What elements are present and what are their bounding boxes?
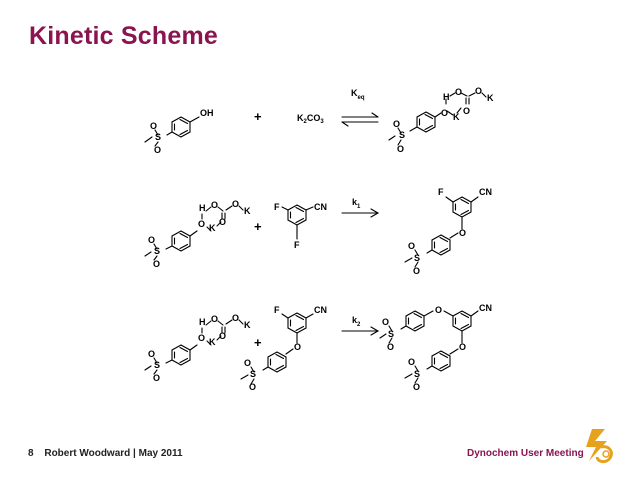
k1-label: k1 [352,197,361,210]
atom-label-o: O [408,357,415,367]
atom-label-h: H [199,317,206,327]
atom-label-o: O [232,313,239,323]
atom-label-f: F [294,240,300,250]
atom-label-k: K [487,93,494,103]
author-date: Robert Woodward | May 2011 [44,448,183,459]
atom-label-o: O [393,119,400,129]
atom-label-o: O [387,342,394,352]
atom-label-o: O [219,217,226,227]
atom-label-oh: OH [200,108,214,118]
plus-sign: + [254,335,262,350]
atom-label-o: O [408,241,415,251]
atom-label-o: O [397,144,404,154]
k2-label: k2 [352,315,361,328]
atom-label-o: O [148,235,155,245]
page-number: 8 [28,448,34,459]
row2-reactant-phenoxide-complex [144,205,244,261]
atom-label-s: S [399,130,405,140]
atom-label-h: H [443,92,450,102]
atom-label-cn: CN [479,187,492,197]
equilibrium-arrow [341,112,379,127]
atom-label-k: K [209,337,216,347]
atom-label-o: O [441,108,448,118]
atom-label-o: O [382,317,389,327]
atom-label-cn: CN [314,202,327,212]
atom-label-s: S [388,329,394,339]
atom-label-o: O [244,358,251,368]
row2-reactant-difluorobenzonitrile [281,204,314,240]
atom-label-o: O [154,145,161,155]
atom-label-o: O [463,106,470,116]
atom-label-k: K [244,320,251,330]
atom-label-s: S [414,253,420,263]
plus-sign: + [254,109,262,124]
atom-label-o: O [232,199,239,209]
row3-reactant-phenoxide-complex [144,319,244,375]
atom-label-h: H [199,203,206,213]
atom-label-o: O [413,266,420,276]
atom-label-f: F [274,305,280,315]
row3-reactant-monoaryl-ether [240,312,314,385]
atom-label-cn: CN [314,305,327,315]
atom-label-s: S [250,369,256,379]
atom-label-s: S [154,246,160,256]
meeting-name: Dynochem User Meeting [467,448,584,459]
atom-label-o: O [435,305,442,315]
atom-label-k: K [453,112,460,122]
plus-sign: + [254,219,262,234]
slide-title: Kinetic Scheme [29,22,218,50]
row2-product-aryl-ether [404,196,479,268]
atom-label-o: O [198,333,205,343]
atom-label-k: K [209,223,216,233]
atom-label-o: O [150,121,157,131]
slide-footer: 8 Robert Woodward | May 2011 [28,448,183,459]
atom-label-f: F [274,202,280,212]
row1-product-phenoxide-complex [388,92,487,146]
keq-label: Keq [351,88,365,101]
atom-label-o: O [211,314,218,324]
atom-label-f: F [438,187,444,197]
atom-label-o: O [459,228,466,238]
atom-label-o: O [219,331,226,341]
atom-label-s: S [155,132,161,142]
row1-reactant-sulfonylphenol [144,116,200,147]
atom-label-o: O [153,373,160,383]
atom-label-o: O [294,342,301,352]
atom-label-o: O [148,349,155,359]
atom-label-o: O [413,382,420,392]
atom-label-o: O [249,382,256,392]
atom-label-o: O [455,87,462,97]
atom-label-o: O [459,342,466,352]
atom-label-s: S [154,360,160,370]
atom-label-k: K [244,206,251,216]
company-logo-icon [586,429,613,464]
atom-label-o: O [211,200,218,210]
atom-label-cn: CN [479,303,492,313]
row3-product-bis-aryl-ether [379,310,479,384]
k2co3-label: K2CO3 [297,113,324,125]
atom-label-o: O [153,259,160,269]
atom-label-s: S [414,369,420,379]
atom-label-o: O [198,219,205,229]
atom-label-o: O [475,86,482,96]
